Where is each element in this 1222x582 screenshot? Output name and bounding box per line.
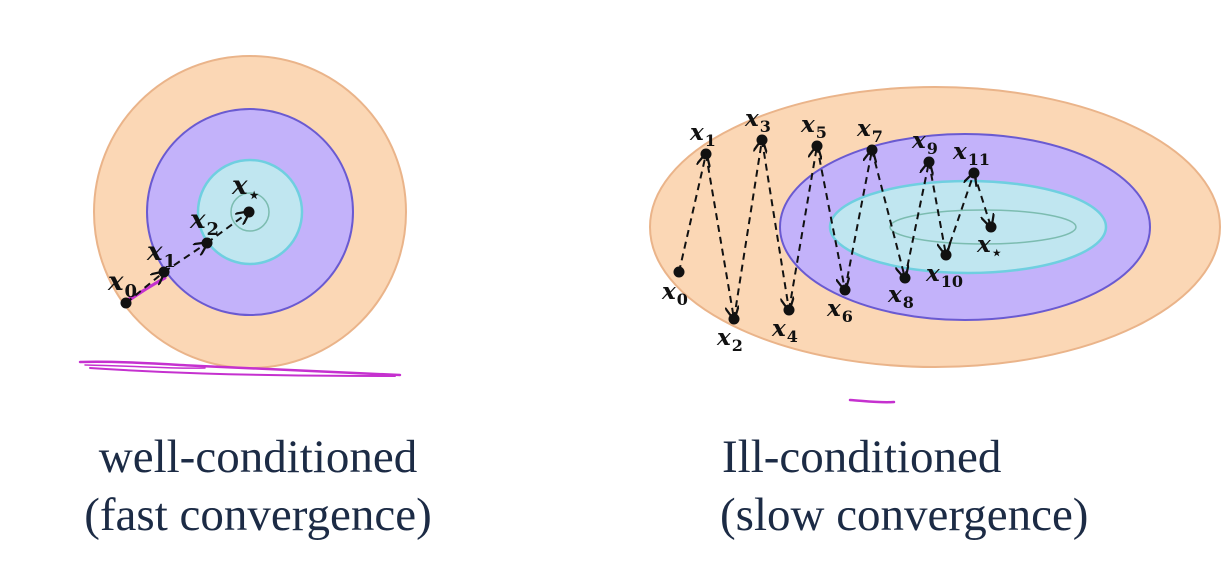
right-path-point-12 xyxy=(985,221,997,233)
right-path-point-10 xyxy=(940,249,952,261)
right-path-step-3 xyxy=(761,139,789,310)
left-caption-line1: well-conditioned xyxy=(98,431,418,483)
left-path-point-3 xyxy=(243,206,255,218)
right-core-contour xyxy=(889,209,1077,245)
left-underline-stroke-2 xyxy=(89,367,396,377)
right-path-step-8 xyxy=(904,162,929,279)
right-path-point-2 xyxy=(728,313,740,325)
left-path-step-0 xyxy=(125,272,164,304)
right-caption: Ill-conditioned (slow convergence) xyxy=(720,428,1088,544)
right-path-point-5 xyxy=(811,140,823,152)
right-path-point-4 xyxy=(783,304,795,316)
right-path-step-4 xyxy=(788,146,817,311)
right-path-point-9 xyxy=(923,156,935,168)
right-contour-plot xyxy=(649,86,1221,368)
right-path-point-3 xyxy=(756,134,768,146)
right-path-point-8 xyxy=(899,272,911,284)
right-path-point-0 xyxy=(673,266,685,278)
right-caption-line1: Ill-conditioned xyxy=(722,431,1002,483)
right-path-point-7 xyxy=(866,144,878,156)
right-path-point-1 xyxy=(700,148,712,160)
left-descent-path xyxy=(120,206,255,309)
right-annotation-stroke xyxy=(848,398,896,404)
right-path-step-10 xyxy=(945,173,974,256)
left-caption-line2: (fast convergence) xyxy=(84,489,432,541)
right-path-step-1 xyxy=(705,153,734,319)
left-underline-stroke-1 xyxy=(78,360,402,377)
left-core-contour xyxy=(230,192,270,232)
left-caption: well-conditioned (fast convergence) xyxy=(0,428,516,544)
right-label-x3: x3 xyxy=(744,105,771,136)
right-path-step-9 xyxy=(928,161,946,255)
right-path-step-11 xyxy=(973,172,991,227)
right-path-step-7 xyxy=(871,149,905,278)
left-path-point-1 xyxy=(158,266,170,278)
left-underline-stroke-3 xyxy=(84,364,206,369)
left-path-step-1 xyxy=(163,243,207,273)
right-path-point-11 xyxy=(968,167,980,179)
right-inner-contour xyxy=(828,179,1108,275)
left-path-step-2 xyxy=(206,212,249,244)
right-label-x1: x1 xyxy=(689,119,716,150)
right-caption-line2: (slow convergence) xyxy=(720,489,1089,541)
right-path-step-0 xyxy=(678,154,706,273)
right-path-step-5 xyxy=(816,145,845,290)
left-path-point-2 xyxy=(201,237,213,249)
right-path-point-6 xyxy=(839,284,851,296)
right-path-step-2 xyxy=(733,140,762,320)
right-descent-path xyxy=(673,134,997,325)
left-path-point-0 xyxy=(120,297,132,309)
